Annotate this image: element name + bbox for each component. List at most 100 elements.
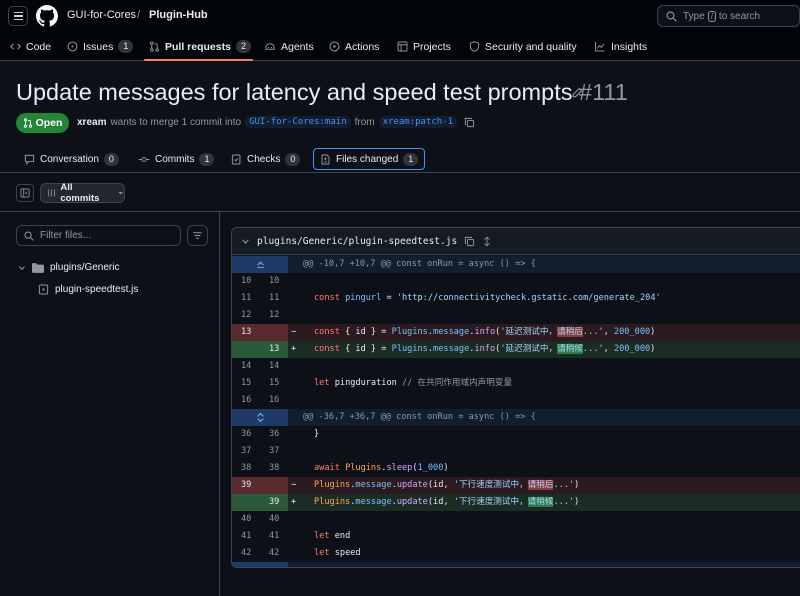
old-line-number[interactable]: 13 [241,327,252,337]
code-string-changed: 请稍后 [527,480,554,490]
diff-line: 11 11 const pingurl = 'http://connectivi… [232,290,800,307]
filter-options-button[interactable] [187,225,208,246]
all-commits-dropdown[interactable]: All commits [40,182,125,204]
menu-icon[interactable] [8,6,28,26]
code-object: Plugins [314,480,351,490]
github-logo-icon[interactable] [36,5,58,27]
code-function: update [396,497,428,507]
new-line-number[interactable]: 40 [269,514,280,524]
breadcrumb-owner[interactable]: GUI-for-Cores [67,9,137,21]
code-string-changed: 请稍后 [557,327,583,337]
code-object: Plugins [391,344,428,354]
old-line-number[interactable]: 41 [241,531,252,541]
tab-insights[interactable]: Insights [594,32,647,61]
head-branch[interactable]: xream:patch-1 [378,116,458,128]
tab-code-label: Code [26,40,52,53]
tab-agents-label: Agents [281,40,314,53]
old-line-number[interactable]: 15 [241,378,252,388]
new-line-number[interactable]: 10 [269,276,280,286]
tab-issues[interactable]: Issues 1 [67,32,134,61]
old-line-number[interactable]: 42 [241,548,252,558]
old-line-number[interactable]: 12 [241,310,252,320]
tab-security[interactable]: Security and quality [469,32,577,61]
tab-conversation[interactable]: Conversation 0 [24,148,119,170]
new-line-number[interactable]: 14 [269,361,280,371]
copy-icon[interactable] [464,236,475,247]
new-line-number[interactable]: 12 [269,310,280,320]
old-line-number[interactable]: 10 [241,276,252,286]
sidebar-divider[interactable] [219,212,220,596]
new-line-number[interactable]: 37 [269,446,280,456]
expand-down-icon[interactable] [232,562,288,567]
breadcrumb-repo[interactable]: Plugin-Hub [149,9,208,21]
new-line-number[interactable]: 42 [269,548,280,558]
new-line-number[interactable]: 41 [269,531,280,541]
new-line-number[interactable]: 13 [269,344,280,354]
diff-line-deleted: 13 − const { id } = Plugins.message.info… [232,324,800,341]
old-line-number[interactable]: 11 [241,293,252,303]
files-counter: 1 [403,152,419,166]
expand-all-icon[interactable] [482,236,492,247]
expand-both-icon[interactable] [232,409,288,426]
code-object: Plugins [345,463,382,473]
new-line-number[interactable]: 39 [269,497,280,507]
search-prefix: Type [683,10,705,22]
code-comment: // 在共同作用域内声明变量 [402,378,513,388]
new-line-number[interactable]: 36 [269,429,280,439]
copy-icon[interactable] [464,117,475,128]
old-line-number[interactable]: 37 [241,446,252,456]
diff-line: 42 42 let speed [232,545,800,562]
tab-agents[interactable]: Agents [264,32,314,61]
filter-files-input[interactable]: Filter files... [16,225,181,246]
pencil-icon[interactable] [571,87,583,99]
expand-up-icon[interactable] [232,256,288,273]
diff-sign: + [291,497,297,507]
tab-commits-label: Commits [155,153,195,165]
search-suffix: to search [718,10,761,22]
old-line-number[interactable]: 16 [241,395,252,405]
tab-checks[interactable]: Checks 0 [231,148,301,170]
tab-pull-requests[interactable]: Pull requests 2 [149,32,251,61]
pr-author[interactable]: xream [77,116,107,128]
tab-code[interactable]: Code [10,32,51,61]
code-function: update [396,480,428,490]
code-args: (id, [427,497,454,507]
code-number: 200_000 [613,327,651,337]
old-line-number[interactable]: 36 [241,429,252,439]
chevron-down-icon[interactable] [241,237,250,246]
repo-nav: Code Issues 1 Pull requests 2 Agents Act… [0,32,800,61]
code-content: const pingurl = 'http://connectivitychec… [314,290,661,307]
file-path[interactable]: plugins/Generic/plugin-speedtest.js [257,235,458,247]
old-line-number[interactable]: 14 [241,361,252,371]
tab-projects[interactable]: Projects [397,32,451,61]
base-branch[interactable]: GUI-for-Cores:main [245,116,351,128]
code-keyword: let [314,531,330,541]
file-tree-folder[interactable]: plugins/Generic [18,262,119,273]
play-icon [329,41,340,52]
tab-actions[interactable]: Actions [329,32,379,61]
graph-icon [595,42,605,52]
new-line-number[interactable]: 15 [269,378,280,388]
search-input[interactable]: Type / to search [657,5,800,27]
code-function: info [474,327,496,337]
diff-line: 10 10 [232,273,800,290]
new-line-number[interactable]: 38 [269,463,280,473]
search-icon [24,230,34,241]
added-gutter [232,494,288,511]
old-line-number[interactable]: 40 [241,514,252,524]
code-keyword: let [314,378,330,388]
shield-icon [469,41,480,52]
all-commits-label: All commits [60,182,100,204]
old-line-number[interactable]: 38 [241,463,252,473]
old-line-number[interactable]: 39 [241,480,252,490]
tab-commits[interactable]: Commits 1 [138,148,215,170]
tab-files-changed[interactable]: Files changed 1 [313,148,426,170]
status-badge: Open [16,113,69,133]
code-keyword: const [314,293,340,303]
code-property: message [433,327,470,337]
new-line-number[interactable]: 16 [269,395,280,405]
file-tree-item[interactable]: plugin-speedtest.js [38,284,138,295]
sidebar-toggle-button[interactable] [16,184,34,202]
new-line-number[interactable]: 11 [269,293,280,303]
commit-icon [138,156,150,162]
